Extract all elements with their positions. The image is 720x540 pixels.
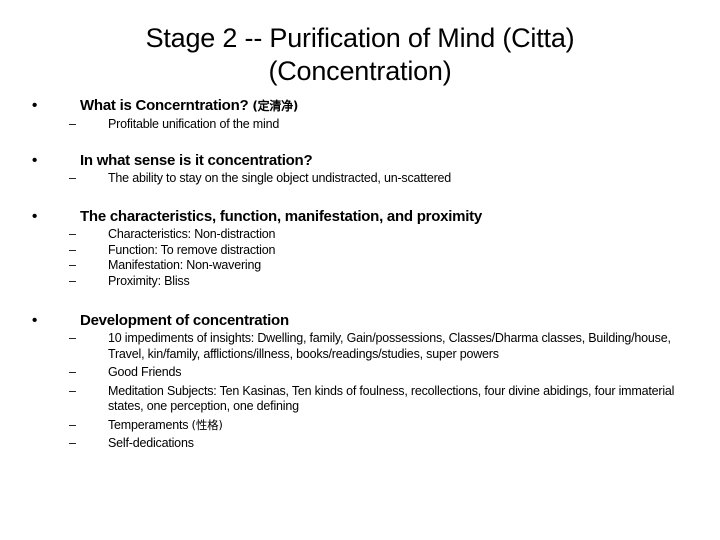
bullet-heading-2: • In what sense is it concentration?: [0, 151, 720, 170]
sub-item-2-1-text: The ability to stay on the single object…: [108, 170, 452, 185]
dash-icon: –: [69, 170, 76, 185]
sub-item-1-1: – Profitable unification of the mind: [0, 117, 720, 133]
bullet-heading-1-cjk: (定清净): [252, 99, 299, 113]
bullet-heading-2-text: In what sense is it concentration?: [80, 151, 313, 169]
bullet-dot-icon: •: [32, 151, 38, 169]
sub-item-3-3-text: Manifestation: Non-wavering: [108, 258, 262, 272]
title-line-2: (Concentration): [268, 56, 452, 86]
dash-icon: –: [69, 227, 76, 241]
dash-icon: –: [69, 258, 76, 272]
sub-item-4-4: – Temperaments (性格): [0, 418, 720, 434]
sub-item-3-1-text: Characteristics: Non-distraction: [108, 227, 276, 241]
bullet-heading-4-text: Development of concentration: [80, 312, 289, 329]
dash-icon: –: [69, 331, 76, 345]
sub-item-4-2: – Good Friends: [0, 365, 720, 381]
sub-item-4-4-cjk: (性格): [191, 417, 223, 432]
dash-icon: –: [69, 365, 76, 379]
bullet-group-3: • The characteristics, function, manifes…: [0, 207, 720, 289]
dash-icon: –: [69, 273, 76, 288]
bullet-dot-icon: •: [32, 208, 38, 225]
sub-item-4-3: – Meditation Subjects: Ten Kasinas, Ten …: [0, 384, 720, 415]
bullet-group-2: • In what sense is it concentration? – T…: [0, 151, 720, 187]
title-line-1: Stage 2 -- Purification of Mind (Citta): [145, 23, 575, 53]
dash-icon: –: [69, 436, 76, 450]
page-title: Stage 2 -- Purification of Mind (Citta) …: [36, 22, 684, 88]
sub-item-3-2: – Function: To remove distraction: [0, 243, 720, 259]
sub-item-2-1: – The ability to stay on the single obje…: [0, 171, 720, 187]
bullet-group-1: • What is Concerntration? (定清净) – Profit…: [0, 96, 720, 133]
bullet-heading-1: • What is Concerntration? (定清净): [0, 96, 720, 116]
bullet-heading-1-text: What is Concerntration?: [80, 97, 253, 114]
dash-icon: –: [69, 242, 76, 257]
dash-icon: –: [69, 117, 76, 131]
slide-body: • What is Concerntration? (定清净) – Profit…: [0, 96, 720, 452]
sub-item-1-1-text: Profitable unification of the mind: [108, 117, 280, 131]
bullet-dot-icon: •: [32, 97, 38, 114]
bullet-heading-3-text: The characteristics, function, manifesta…: [80, 208, 483, 225]
dash-icon: –: [69, 383, 76, 398]
sub-item-4-4-text: Temperaments: [108, 417, 192, 432]
sub-item-3-4-text: Proximity: Bliss: [108, 273, 190, 288]
sub-item-4-1-text: 10 impediments of insights: Dwelling, fa…: [108, 331, 671, 361]
sub-item-4-3-text: Meditation Subjects: Ten Kasinas, Ten ki…: [108, 383, 675, 414]
sub-item-4-1: – 10 impediments of insights: Dwelling, …: [0, 331, 720, 362]
sub-item-4-5: – Self-dedications: [0, 436, 720, 452]
bullet-group-4: • Development of concentration – 10 impe…: [0, 311, 720, 452]
bullet-heading-3: • The characteristics, function, manifes…: [0, 207, 720, 226]
sub-item-3-3: – Manifestation: Non-wavering: [0, 258, 720, 274]
sub-item-4-2-text: Good Friends: [108, 365, 182, 379]
bullet-heading-4: • Development of concentration: [0, 311, 720, 330]
sub-item-3-2-text: Function: To remove distraction: [108, 242, 276, 257]
sub-item-3-4: – Proximity: Bliss: [0, 274, 720, 290]
sub-item-4-5-text: Self-dedications: [108, 436, 194, 450]
dash-icon: –: [69, 417, 76, 432]
bullet-dot-icon: •: [32, 312, 38, 329]
sub-item-3-1: – Characteristics: Non-distraction: [0, 227, 720, 243]
